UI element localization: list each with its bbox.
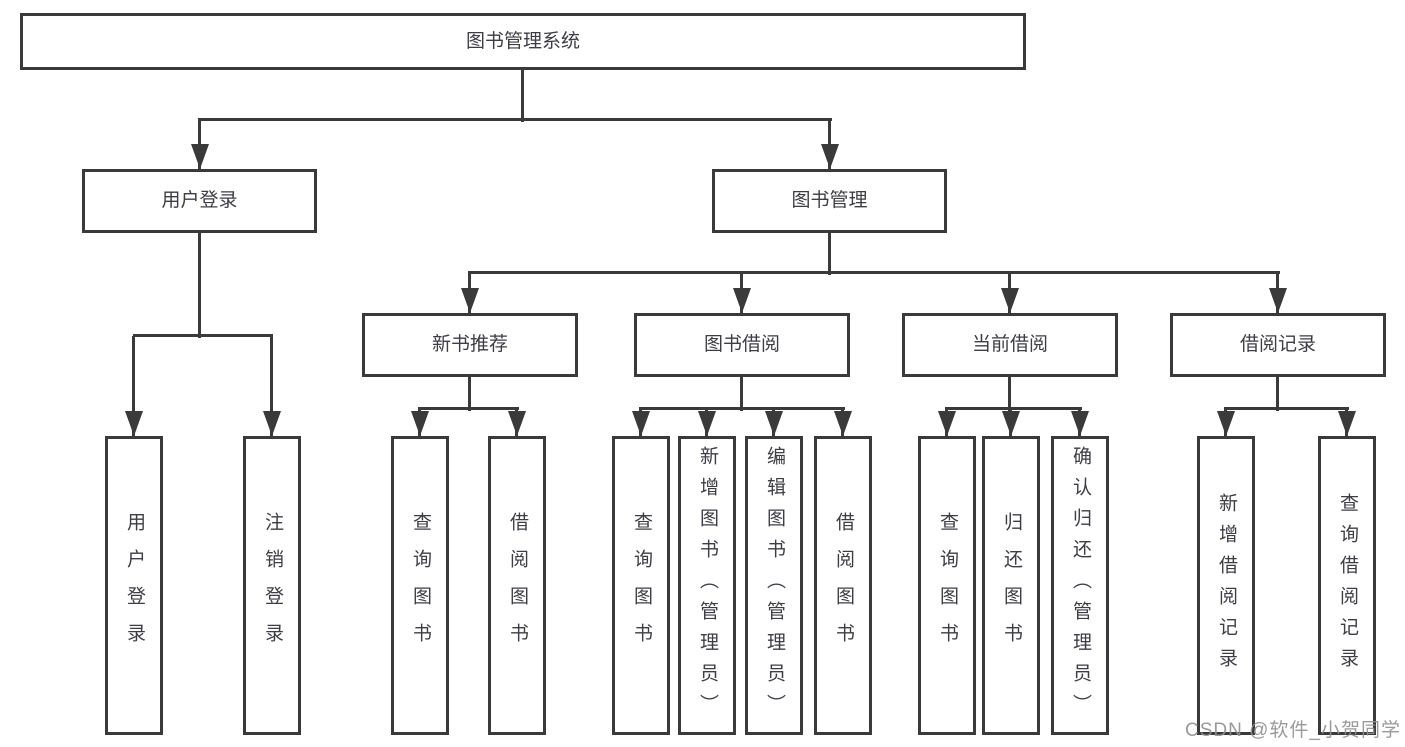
connector-line [828,233,831,275]
arrowhead-icon [1071,411,1089,436]
connector-line [1008,377,1011,411]
node-leaf-query-book-3: 查询图书 [918,436,976,735]
connector-line [639,407,845,410]
connector-line [1276,377,1279,411]
arrowhead-icon [1217,411,1235,436]
arrowhead-icon [508,411,526,436]
node-book-borrow: 图书借阅 [634,313,850,377]
connector-line [132,336,135,436]
arrowhead-icon [191,144,209,169]
node-leaf-return-book: 归还图书 [982,436,1040,735]
arrowhead-icon [411,411,429,436]
arrowhead-icon [938,411,956,436]
arrowhead-icon [1001,288,1019,313]
node-leaf-confirm-return-admin: 确认归还（管理员） [1051,436,1109,735]
connector-line [133,334,273,337]
arrowhead-icon [698,411,716,436]
node-leaf-borrow-book-1: 借阅图书 [488,436,546,735]
watermark-text: CSDN @软件_小贺同学 [1185,720,1401,741]
connector-line [521,70,524,122]
node-leaf-query-book-1: 查询图书 [391,436,449,735]
node-leaf-logout: 注销登录 [243,436,301,735]
connector-line [740,377,743,411]
arrowhead-icon [125,411,143,436]
node-current-borrow: 当前借阅 [902,313,1118,377]
node-leaf-query-book-2: 查询图书 [612,436,670,735]
connector-line [468,271,1280,274]
arrowhead-icon [733,288,751,313]
arrowhead-icon [632,411,650,436]
connector-line [945,407,1082,410]
node-leaf-edit-book-admin: 编辑图书（管理员） [745,436,803,735]
arrowhead-icon [263,411,281,436]
connector-line [468,377,471,411]
arrowhead-icon [1338,411,1356,436]
connector-line [418,407,519,410]
node-leaf-add-book-admin: 新增图书（管理员） [678,436,736,735]
node-leaf-user-login: 用户登录 [105,436,163,735]
node-user-login: 用户登录 [82,169,317,233]
connector-line [198,233,201,338]
arrowhead-icon [765,411,783,436]
connector-line [270,336,273,436]
connector-line [198,118,832,121]
arrowhead-icon [1269,288,1287,313]
node-borrow-record: 借阅记录 [1170,313,1386,377]
connector-line [1224,407,1349,410]
arrowhead-icon [821,144,839,169]
arrowhead-icon [461,288,479,313]
arrowhead-icon [834,411,852,436]
node-leaf-add-borrow-record: 新增借阅记录 [1197,436,1255,735]
node-library-management-system: 图书管理系统 [20,13,1026,70]
arrowhead-icon [1002,411,1020,436]
node-leaf-borrow-book-2: 借阅图书 [814,436,872,735]
node-book-management: 图书管理 [712,169,947,233]
node-new-book-recommend: 新书推荐 [362,313,578,377]
node-leaf-query-borrow-record: 查询借阅记录 [1318,436,1376,735]
